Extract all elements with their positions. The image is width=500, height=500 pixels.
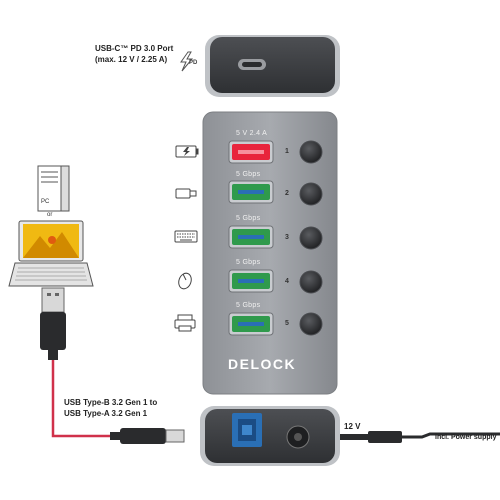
usb-c-port-spec-label: (max. 12 V / 2.25 A) xyxy=(95,55,168,64)
pd-lightning-icon xyxy=(180,51,194,72)
power-supply-label: incl. Power supply xyxy=(435,434,497,441)
usb-port-2 xyxy=(228,180,274,204)
pd-label: PD xyxy=(189,60,198,66)
usb-b-plug xyxy=(110,428,185,444)
port-2-number: 2 xyxy=(285,190,289,197)
top-module xyxy=(205,35,340,97)
laptop-icon xyxy=(8,220,94,287)
port-4-number: 4 xyxy=(285,278,289,285)
switch-button-3[interactable] xyxy=(299,226,323,250)
cable-label-line1: USB Type-B 3.2 Gen 1 to xyxy=(64,398,158,407)
power-voltage-label: 12 V xyxy=(344,422,361,431)
or-label: or xyxy=(47,212,53,218)
port-3-number: 3 xyxy=(285,234,289,241)
usb-port-3 xyxy=(228,225,274,249)
top-module-face xyxy=(210,37,335,93)
pc-tower-icon xyxy=(37,165,70,212)
usb-port-4 xyxy=(228,269,274,293)
port-1-number: 1 xyxy=(285,148,289,155)
delock-logo: DELOCK xyxy=(228,356,297,372)
port-5-speed-label: 5 Gbps xyxy=(236,302,261,309)
port-4-speed-label: 5 Gbps xyxy=(236,259,261,266)
usb-port-5 xyxy=(228,312,274,336)
battery-charging-icon xyxy=(175,145,199,158)
switch-button-1[interactable] xyxy=(299,140,323,164)
switch-button-5[interactable] xyxy=(299,312,323,336)
usb-port-1 xyxy=(228,140,274,164)
usb-stick-icon xyxy=(175,188,197,199)
usb-c-port-label: USB-C™ PD 3.0 Port xyxy=(95,44,174,53)
port-3-speed-label: 5 Gbps xyxy=(236,215,261,222)
usb-a-plug xyxy=(40,287,66,360)
switch-button-4[interactable] xyxy=(299,270,323,294)
switch-button-2[interactable] xyxy=(299,182,323,206)
printer-icon xyxy=(174,314,196,332)
pc-label: PC xyxy=(41,199,50,205)
bottom-module xyxy=(200,406,340,466)
mouse-icon xyxy=(178,272,192,290)
port-1-speed-label: 5 V 2.4 A xyxy=(236,130,268,137)
keyboard-icon xyxy=(174,230,198,243)
power-cable xyxy=(340,431,500,443)
port-2-speed-label: 5 Gbps xyxy=(236,171,261,178)
cable-label-line2: USB Type-A 3.2 Gen 1 xyxy=(64,409,148,418)
port-5-number: 5 xyxy=(285,320,289,327)
bottom-module-face xyxy=(205,409,335,463)
usb-cable-line xyxy=(51,360,110,438)
